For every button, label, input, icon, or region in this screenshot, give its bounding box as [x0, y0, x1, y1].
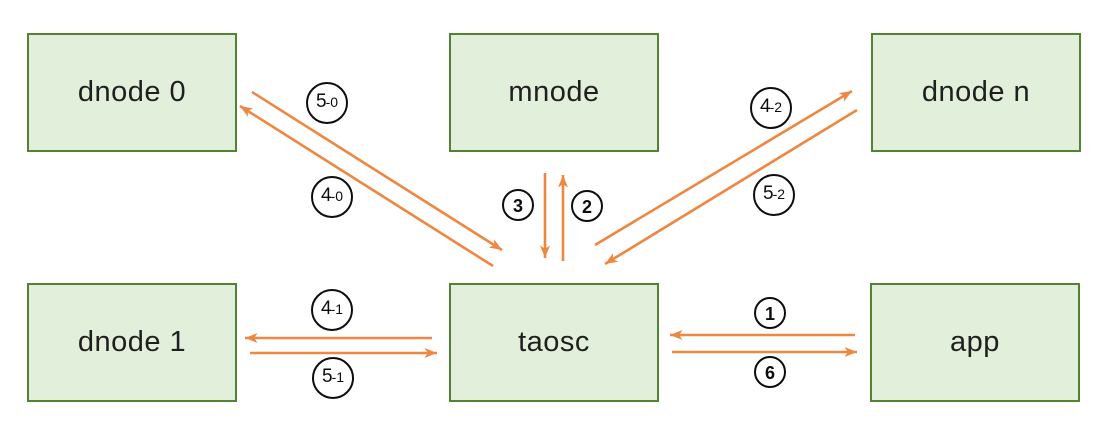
node-dnode-0: dnode 0	[27, 33, 237, 152]
node-dnode-0-label: dnode 0	[77, 76, 187, 108]
arrow-5-2	[604, 108, 858, 266]
node-dnode-n-label: dnode n	[921, 76, 1031, 108]
node-mnode-label: mnode	[508, 76, 600, 108]
edge-label-5-2: 5-2	[753, 174, 795, 216]
node-taosc: taosc	[449, 283, 659, 402]
node-app-label: app	[950, 326, 1000, 358]
edge-label-4-0: 4-0	[311, 176, 353, 218]
arrow-4-2	[594, 89, 853, 247]
arrow-4-0	[239, 104, 494, 268]
node-dnode-n: dnode n	[871, 33, 1081, 152]
node-mnode: mnode	[449, 33, 659, 152]
edge-label-1: 1	[754, 297, 786, 329]
edge-label-4-1: 4-1	[311, 289, 353, 331]
arrow-5-0	[251, 90, 503, 252]
edge-label-4-2: 4-2	[750, 87, 792, 129]
node-dnode-1-label: dnode 1	[77, 326, 187, 358]
node-app: app	[870, 283, 1080, 402]
edge-label-2: 2	[571, 190, 603, 222]
edge-label-5-0: 5-0	[306, 82, 348, 124]
edge-label-3: 3	[502, 189, 534, 221]
edge-label-5-1: 5-1	[312, 357, 354, 399]
node-taosc-label: taosc	[518, 326, 590, 358]
edge-label-6: 6	[754, 356, 786, 388]
node-dnode-1: dnode 1	[27, 283, 237, 402]
